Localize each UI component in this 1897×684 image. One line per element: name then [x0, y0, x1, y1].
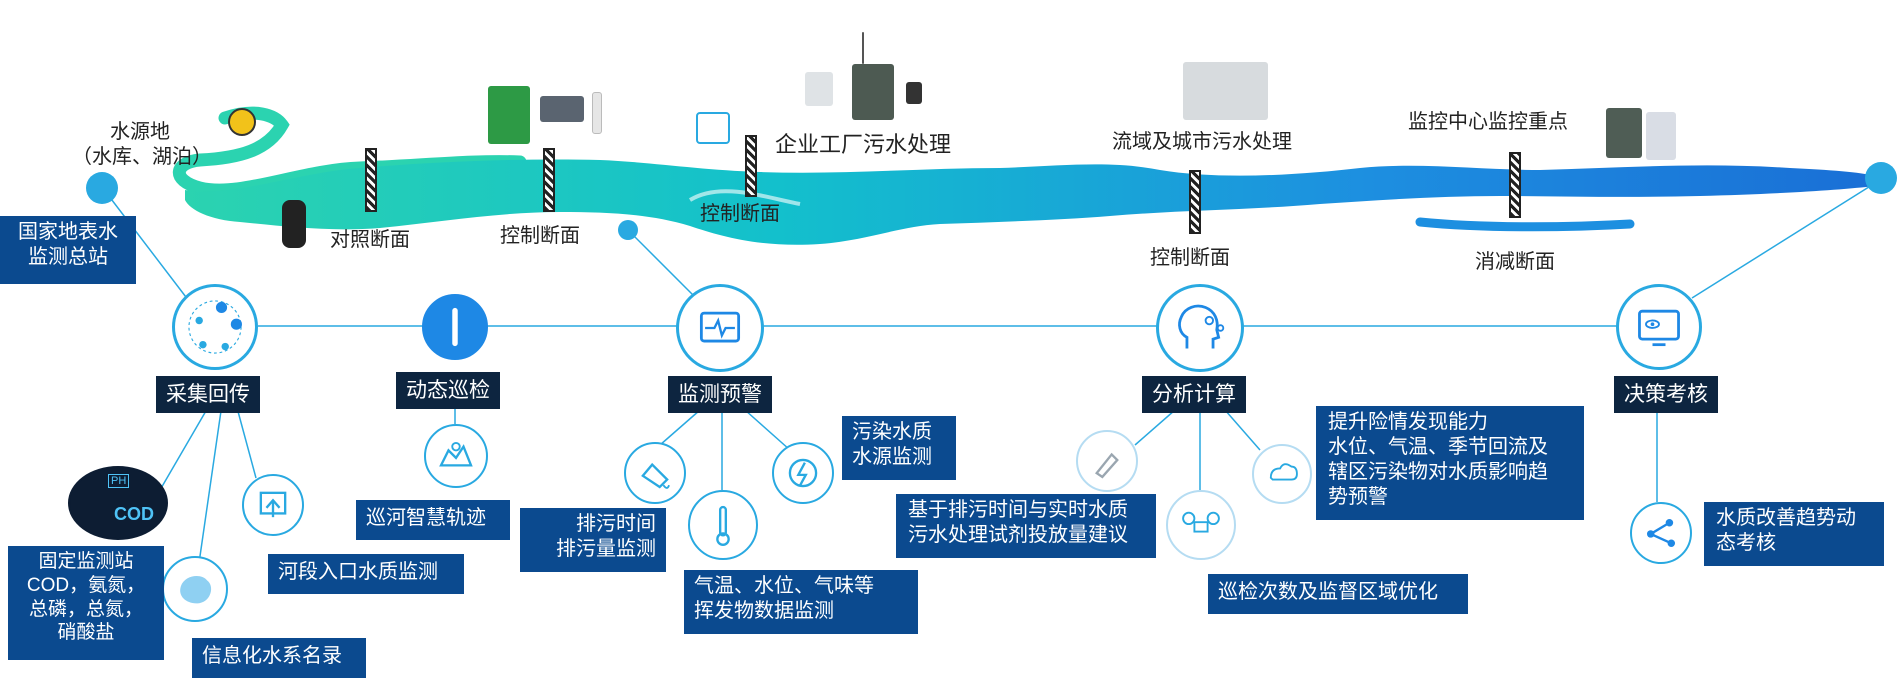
- control-section-1-label: 控制断面: [500, 225, 580, 247]
- river-body: [185, 159, 1875, 245]
- branch-analyze-3: [1224, 409, 1261, 451]
- monitor-center-label: 监控中心监控重点: [1408, 111, 1568, 133]
- branch-collect-1: [159, 403, 211, 491]
- discharge-icon: [624, 442, 686, 504]
- patrol-track-box: 巡河智慧轨迹: [356, 500, 510, 540]
- monitor-pulse-icon: [699, 311, 741, 343]
- decision-stage-circle[interactable]: [1616, 284, 1702, 370]
- hydro-directory-box: 信息化水系名录: [192, 638, 366, 678]
- branch-monitor-1: [659, 409, 701, 446]
- gate-reference: [365, 148, 377, 212]
- tank-white: [805, 72, 833, 106]
- station-cabinet-gray: [852, 64, 894, 120]
- monitor-station-cabinet: [1606, 108, 1642, 158]
- control-section-2-label: 控制断面: [700, 203, 780, 225]
- cod-label: COD: [114, 504, 154, 524]
- small-analyzer: [906, 82, 922, 104]
- source-name-label: 水源地: [110, 121, 170, 143]
- monitor-analyzer-white: [1646, 112, 1676, 160]
- sample-bottle: [592, 92, 602, 134]
- river-end-dot: [1865, 162, 1897, 194]
- share-nodes-icon: [1630, 502, 1692, 564]
- stage-label-analyze: 分析计算: [1142, 376, 1246, 414]
- lightning-icon: [772, 442, 834, 504]
- patrol-stage-circle[interactable]: [422, 294, 488, 360]
- control-section-3-label: 控制断面: [1150, 247, 1230, 269]
- gate-reduction: [1509, 152, 1521, 218]
- track-map-icon: [424, 424, 488, 488]
- monitor-stage-circle[interactable]: [676, 284, 764, 372]
- pollution-source-box: 污染水质 水源监测: [842, 416, 956, 480]
- warning-ability-box: 提升险情发现能力 水位、气温、季节回流及 辖区污染物对水质影响趋 势预警: [1316, 406, 1584, 520]
- gate-control-3: [1189, 170, 1201, 234]
- inlet-upload-icon: [242, 474, 304, 536]
- branch-monitor-3: [744, 409, 791, 451]
- enterprise-label: 企业工厂污水处理: [775, 132, 952, 157]
- patrol-optimize-box: 巡检次数及监督区域优化: [1208, 574, 1468, 614]
- control-dot: [618, 220, 638, 240]
- brush-tool-icon: [1076, 430, 1138, 492]
- wastewater-container-unit: [1183, 62, 1268, 120]
- river-lower-branch: [1415, 217, 1635, 232]
- national-station-box: 国家地表水 监测总站: [0, 216, 136, 284]
- cloud-data-icon: [1252, 444, 1312, 504]
- branch-collect-3: [235, 403, 257, 479]
- stage-label-monitor: 监测预警: [668, 376, 772, 414]
- probe-icon: [452, 307, 458, 347]
- hydro-map-icon: [162, 556, 228, 622]
- reference-section-label: 对照断面: [330, 229, 410, 251]
- gate-control-2: [745, 135, 757, 197]
- source-sub-label: （水库、湖泊）: [72, 146, 212, 168]
- ph-label: PH: [108, 474, 130, 488]
- stage-label-collect: 采集回传: [156, 376, 260, 414]
- line-decision-to-river-end: [1691, 179, 1881, 299]
- discharge-time-box: 排污时间 排污量监测: [520, 508, 666, 572]
- source-buoy: [228, 108, 256, 136]
- sensor-probe: [282, 200, 306, 248]
- collect-stage-circle[interactable]: [172, 284, 258, 370]
- source-dot: [86, 172, 118, 204]
- inlet-quality-box: 河段入口水质监测: [268, 554, 464, 594]
- water-drop-sensor-icon: [696, 112, 730, 144]
- thermometer-icon: [688, 490, 758, 560]
- cod-sensor-badge: PH COD: [68, 466, 168, 540]
- municipal-label: 流域及城市污水处理: [1112, 131, 1292, 153]
- ai-head-icon: [1178, 304, 1225, 349]
- analyzer-device: [540, 96, 584, 122]
- stage-label-decision: 决策考核: [1614, 376, 1718, 414]
- reduction-section-label: 消减断面: [1475, 251, 1555, 273]
- weather-data-box: 气温、水位、气味等 挥发物数据监测: [684, 570, 918, 634]
- branch-analyze-1: [1134, 409, 1176, 446]
- gate-control-1: [543, 148, 555, 212]
- river-inner-curve: [688, 189, 801, 206]
- improve-trend-box: 水质改善趋势动 态考核: [1704, 502, 1884, 566]
- network-icon: [188, 300, 242, 354]
- stage-label-patrol: 动态巡检: [396, 372, 500, 410]
- monitoring-cabinet-green: [488, 86, 530, 144]
- drone-icon: [1166, 490, 1236, 560]
- branch-collect-2: [197, 403, 223, 571]
- fixed-station-box: 固定监测站 COD，氨氮， 总磷，总氮， 硝酸盐: [8, 546, 164, 660]
- antenna: [862, 32, 864, 64]
- analyze-stage-circle[interactable]: [1156, 284, 1244, 372]
- dosing-advice-box: 基于排污时间与实时水质 污水处理试剂投放量建议: [896, 494, 1156, 558]
- eye-monitor-icon: [1638, 309, 1680, 347]
